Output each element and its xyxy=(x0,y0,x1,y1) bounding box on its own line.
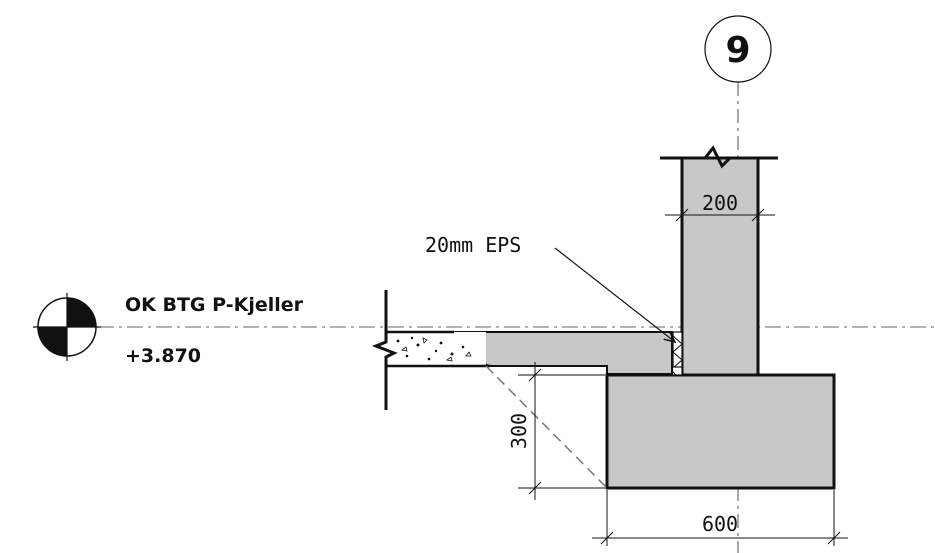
eps-leader xyxy=(554,247,675,342)
floor-slab xyxy=(386,332,486,366)
dim-footing-height-text: 300 xyxy=(507,413,531,449)
level-marker-icon xyxy=(33,293,101,361)
dim-footing-height xyxy=(518,362,605,500)
dim-footing-width xyxy=(592,490,848,546)
eps-note: 20mm EPS xyxy=(425,233,521,257)
footing xyxy=(605,373,836,490)
dim-wall-width xyxy=(665,208,775,222)
level-elevation: +3.870 xyxy=(125,345,201,367)
grid-bubble: 9 xyxy=(704,15,772,83)
dim-wall-width-text: 200 xyxy=(702,191,738,215)
slab-break-line xyxy=(371,290,398,410)
load-spread-line xyxy=(485,365,608,489)
wall-break-line xyxy=(660,145,778,169)
grid-axis-label: 9 xyxy=(725,30,750,71)
concrete-hatch xyxy=(396,336,472,362)
dim-footing-width-text: 600 xyxy=(702,512,738,536)
wall xyxy=(680,156,760,377)
level-name: OK BTG P-Kjeller xyxy=(125,294,304,316)
